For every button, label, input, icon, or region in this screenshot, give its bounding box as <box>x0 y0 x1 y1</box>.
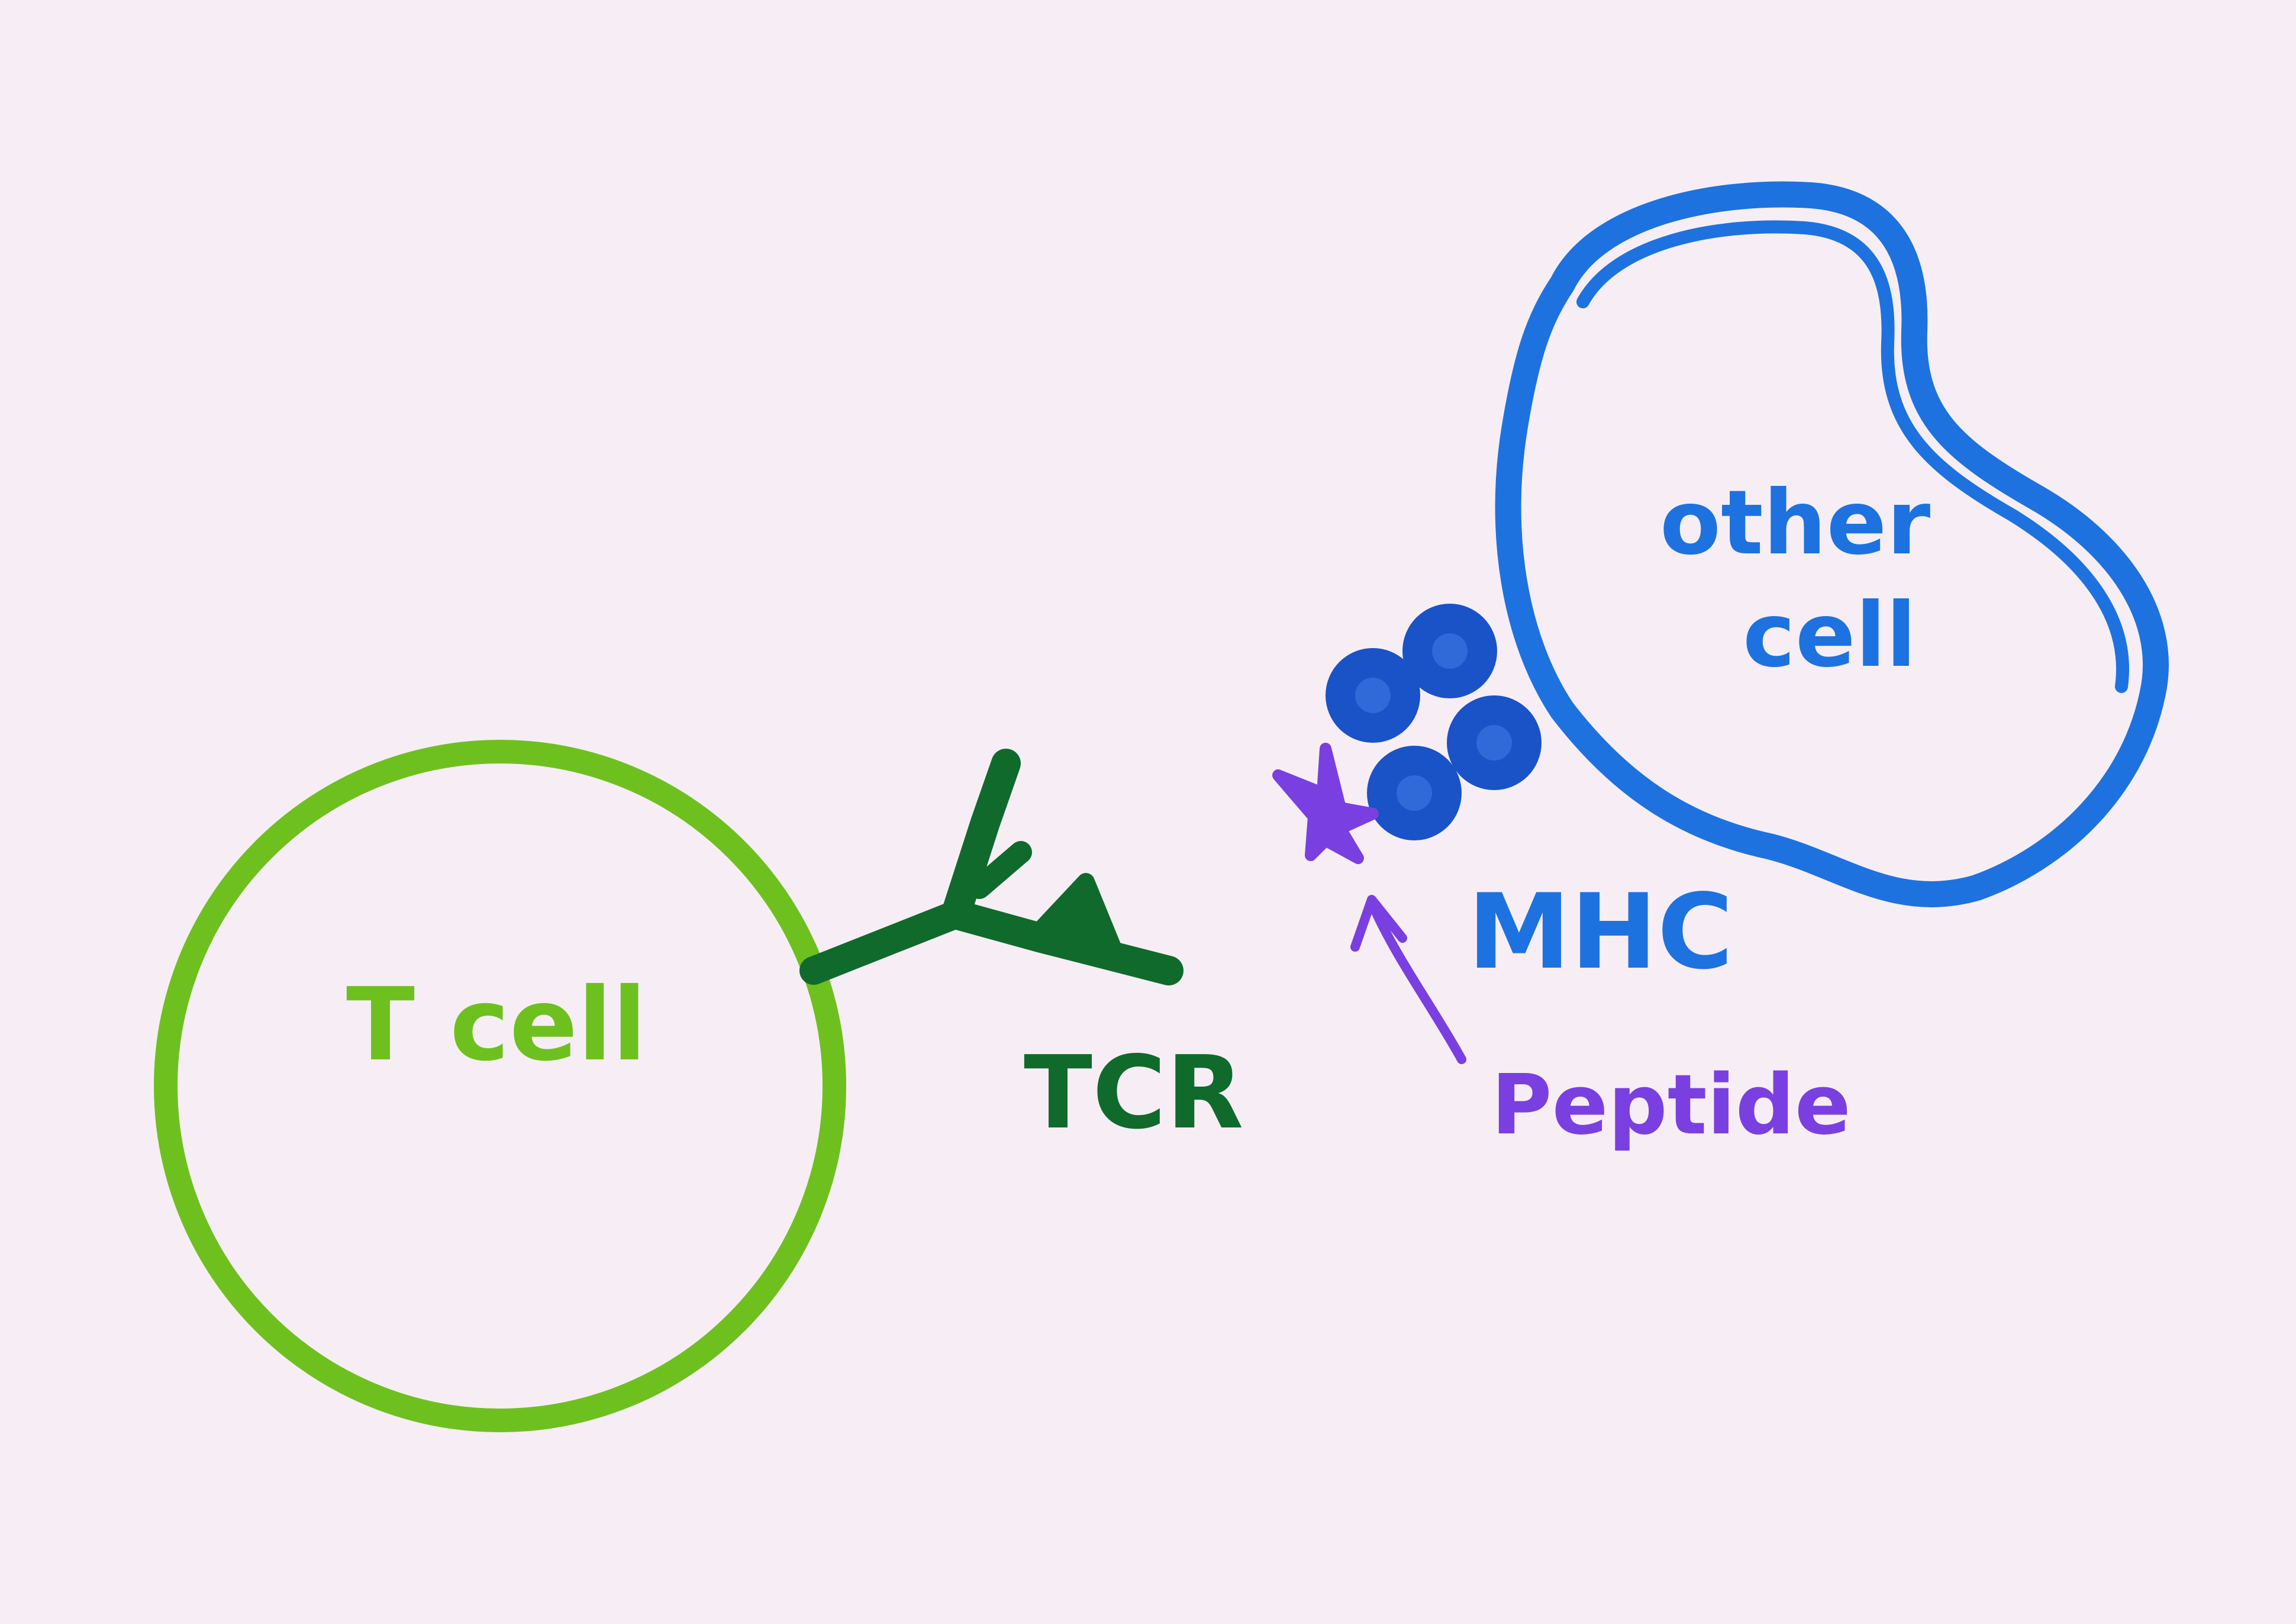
tcr-lower-arm-tip <box>1035 873 1121 950</box>
peptide-label: Peptide <box>1491 1057 1851 1153</box>
tcr-receptor: TCR <box>799 749 1244 1152</box>
tcr-stalk <box>799 900 970 985</box>
t-cell-label: T cell <box>346 966 647 1084</box>
other-cell-label-line2: cell <box>1743 584 1916 687</box>
peptide-arrow <box>1368 901 1466 1064</box>
peptide-shape <box>1272 743 1379 864</box>
mhc-complex: MHC <box>1326 604 1733 993</box>
tcr-lower-arm <box>941 900 1184 985</box>
other-cell-label-line1: other <box>1660 472 1930 575</box>
tcr-upper-arm-inner <box>968 841 1032 899</box>
mhc-domain-highlight <box>1397 775 1432 811</box>
tcr-label: TCR <box>1024 1035 1244 1152</box>
t-cell: T cell <box>154 740 846 1432</box>
t-cell-membrane <box>154 740 846 1432</box>
peptide: Peptide <box>1272 743 1851 1153</box>
mhc-domain-highlight <box>1476 725 1512 761</box>
mhc-domain-highlight <box>1432 633 1468 669</box>
other-cell: other cell <box>1495 181 2169 907</box>
other-cell-membrane-inner <box>1576 220 2129 693</box>
mhc-domain-highlight <box>1355 678 1391 713</box>
other-cell-membrane <box>1495 181 2169 907</box>
tcr-upper-arm <box>941 749 1021 929</box>
mhc-label: MHC <box>1468 872 1733 993</box>
peptide-arrow-head <box>1350 895 1407 952</box>
